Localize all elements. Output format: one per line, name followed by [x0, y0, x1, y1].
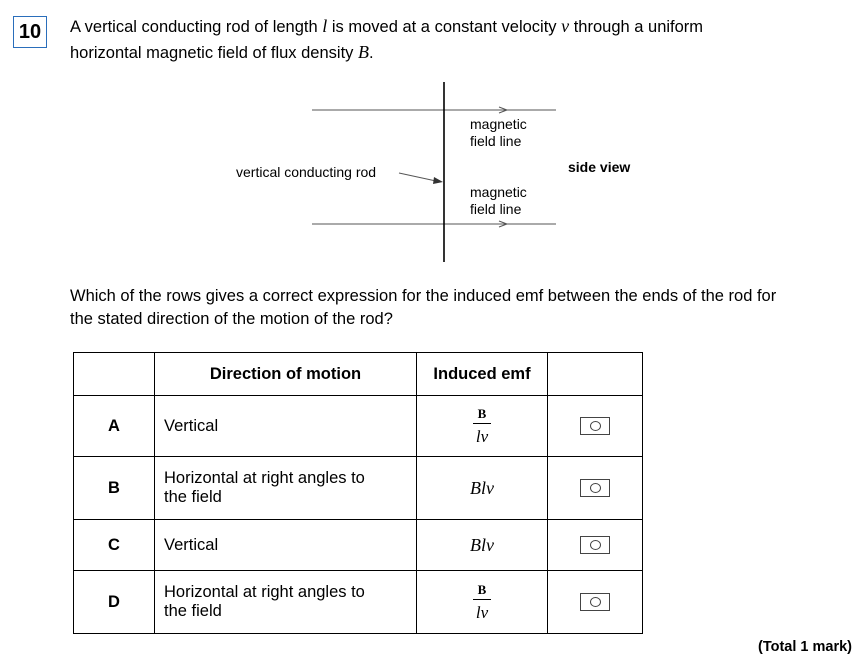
- label-field-bottom-2: field line: [470, 201, 522, 217]
- row-emf: B lv: [416, 570, 548, 634]
- question-prompt: Which of the rows gives a correct expres…: [70, 285, 830, 331]
- total-marks: (Total 1 mark): [757, 639, 852, 655]
- emf-numerator: B: [477, 582, 487, 597]
- row-direction-line-2: the field: [164, 602, 222, 620]
- field-arrow-top-icon: [498, 106, 509, 114]
- label-side-view: side view: [568, 159, 630, 175]
- stem-text-4: horizontal magnetic field of flux densit…: [70, 44, 358, 62]
- answer-lozenge-icon[interactable]: [580, 417, 610, 436]
- row-letter: D: [73, 570, 155, 634]
- header-blank-2: [547, 352, 643, 396]
- row-emf: Blv: [416, 519, 548, 571]
- answer-table: Direction of motion Induced emf A Vertic…: [73, 352, 643, 634]
- prompt-line-1: Which of the rows gives a correct expres…: [70, 287, 777, 305]
- row-direction-line-1: Horizontal at right angles to: [164, 583, 365, 601]
- header-emf: Induced emf: [416, 352, 548, 396]
- table-header-row: Direction of motion Induced emf: [73, 352, 643, 396]
- row-direction: Vertical: [154, 395, 417, 457]
- question-stem: A vertical conducting rod of length l is…: [70, 14, 830, 66]
- answer-lozenge-icon[interactable]: [580, 536, 610, 555]
- field-arrow-bottom-icon: [498, 220, 509, 228]
- stem-text-2: is moved at a constant velocity: [327, 18, 562, 36]
- emf-denominator: lv: [472, 599, 492, 621]
- label-field-bottom-1: magnetic: [470, 184, 527, 200]
- var-l: l: [322, 16, 328, 36]
- stem-text-3: through a uniform: [569, 18, 704, 36]
- row-direction: Vertical: [154, 519, 417, 571]
- emf-denominator: lv: [472, 423, 492, 445]
- label-rod: vertical conducting rod: [236, 164, 376, 180]
- answer-option-a[interactable]: [547, 395, 643, 457]
- label-field-top-2: field line: [470, 133, 522, 149]
- stem-text-1: A vertical conducting rod of length: [70, 18, 323, 36]
- row-direction-line-1: Horizontal at right angles to: [164, 469, 365, 487]
- rod-field-diagram: vertical conducting rod magnetic field l…: [236, 82, 630, 262]
- row-letter: C: [73, 519, 155, 571]
- table-row: A Vertical B lv: [73, 395, 643, 457]
- row-direction-line-1: Vertical: [164, 416, 219, 435]
- table-row: D Horizontal at right angles to the fiel…: [73, 570, 643, 634]
- answer-option-d[interactable]: [547, 570, 643, 634]
- table-row: C Vertical Blv: [73, 519, 643, 571]
- prompt-line-2: the stated direction of the motion of th…: [70, 310, 393, 328]
- var-B: B: [358, 42, 369, 62]
- header-blank: [73, 352, 155, 396]
- row-direction: Horizontal at right angles to the field: [154, 570, 417, 634]
- row-letter: B: [73, 456, 155, 520]
- answer-option-c[interactable]: [547, 519, 643, 571]
- emf-fraction: B lv: [472, 582, 492, 621]
- stem-text-5: .: [369, 44, 374, 62]
- row-direction-line-2: the field: [164, 488, 222, 506]
- emf-numerator: B: [477, 406, 487, 421]
- rod-pointer-line: [398, 172, 437, 182]
- label-field-top-1: magnetic: [470, 116, 527, 132]
- answer-option-b[interactable]: [547, 456, 643, 520]
- question-number: 10: [13, 16, 47, 48]
- emf-fraction: B lv: [472, 406, 492, 445]
- answer-lozenge-icon[interactable]: [580, 479, 610, 498]
- row-emf: B lv: [416, 395, 548, 457]
- row-direction: Horizontal at right angles to the field: [154, 456, 417, 520]
- rod-pointer-arrow-icon: [433, 177, 443, 184]
- var-v: v: [561, 16, 570, 36]
- header-direction: Direction of motion: [154, 352, 417, 396]
- row-letter: A: [73, 395, 155, 457]
- answer-lozenge-icon[interactable]: [580, 593, 610, 612]
- row-direction-line-1: Vertical: [164, 535, 219, 554]
- row-emf: Blv: [416, 456, 548, 520]
- table-row: B Horizontal at right angles to the fiel…: [73, 456, 643, 520]
